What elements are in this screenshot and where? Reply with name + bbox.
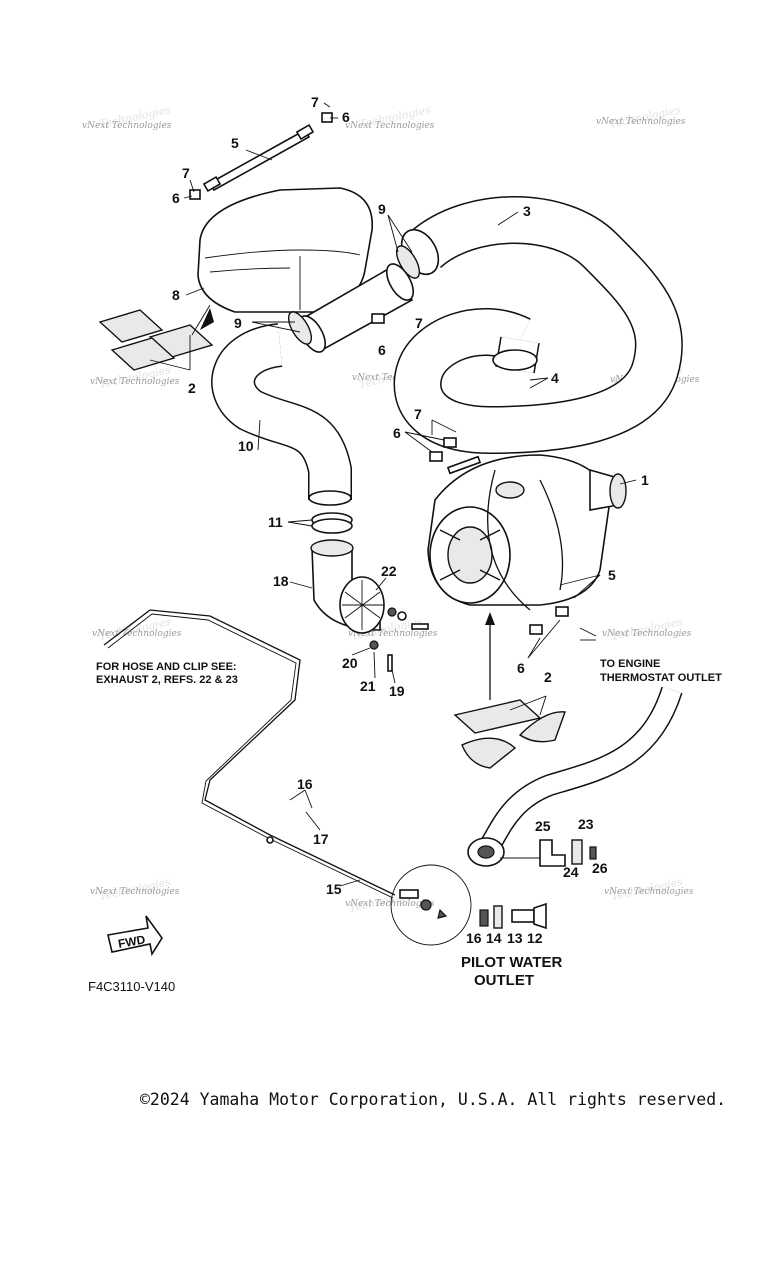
callout-11: 11 — [268, 514, 283, 530]
callout-3: 3 — [523, 203, 531, 219]
callout-7: 7 — [311, 94, 319, 110]
connecting-pipe — [287, 245, 421, 353]
thermostat-hose — [467, 686, 683, 867]
hose-clamp-11 — [311, 512, 353, 534]
hose-clip-note-line1: FOR HOSE AND CLIP SEE: — [96, 661, 237, 673]
watermark: vNext Technologies — [90, 887, 180, 897]
callout-24: 24 — [563, 864, 579, 880]
water-box — [427, 454, 627, 611]
hose-clip-note-line2: EXHAUST 2, REFS. 22 & 23 — [96, 674, 238, 686]
callout-14: 14 — [486, 930, 502, 946]
callout-7: 7 — [415, 315, 423, 331]
watermark: vNext Technologies — [82, 121, 172, 131]
callout-26: 26 — [592, 860, 608, 876]
callouts: 1 2 2 3 4 5 5 6 6 6 6 6 7 7 7 7 8 9 9 10… — [172, 94, 649, 946]
water-lock-elbow — [310, 539, 429, 672]
fittings-23-26 — [539, 839, 597, 867]
watermark: vNext Technologies — [90, 377, 180, 387]
copyright-notice: ©2024 Yamaha Motor Corporation, U.S.A. A… — [140, 1090, 727, 1109]
callout-8: 8 — [172, 287, 180, 303]
watermark: vNext Technologies — [604, 887, 694, 897]
callout-4: 4 — [551, 370, 559, 386]
callout-7: 7 — [182, 165, 190, 181]
callout-9: 9 — [378, 201, 386, 217]
callout-2: 2 — [544, 669, 552, 685]
callout-5: 5 — [231, 135, 239, 151]
fan-vanes — [342, 580, 384, 630]
callout-12: 12 — [527, 930, 543, 946]
callout-1: 1 — [641, 472, 649, 488]
pilot-water-label-line2: OUTLET — [474, 972, 534, 989]
exhaust-hose-loop — [393, 196, 683, 455]
silencer-cover — [197, 187, 373, 313]
brackets — [189, 112, 569, 635]
leader-lines — [149, 102, 637, 887]
watermark: vNext Technologies — [345, 899, 435, 909]
notes: FOR HOSE AND CLIP SEE: EXHAUST 2, REFS. … — [88, 658, 722, 994]
assembly-arrow — [200, 308, 495, 700]
elbow-hose — [211, 323, 352, 506]
fwd-label: FWD — [117, 932, 147, 951]
water-tube — [103, 609, 472, 946]
callout-25: 25 — [535, 818, 551, 834]
watermark: vNext Technologies — [348, 629, 438, 639]
callout-23: 23 — [578, 816, 594, 832]
to-engine-note-line2: THERMOSTAT OUTLET — [600, 672, 722, 684]
callout-7: 7 — [414, 406, 422, 422]
callout-6: 6 — [393, 425, 401, 441]
callout-10: 10 — [238, 438, 254, 454]
callout-20: 20 — [342, 655, 358, 671]
callout-6: 6 — [378, 342, 386, 358]
callout-13: 13 — [507, 930, 523, 946]
watermark: vNext Technologies — [602, 629, 692, 639]
callout-2: 2 — [188, 380, 196, 396]
callout-6: 6 — [172, 190, 180, 206]
to-engine-note-line1: TO ENGINE — [600, 658, 660, 670]
pilot-outlet-fittings — [479, 902, 547, 930]
pilot-water-label-line1: PILOT WATER — [461, 954, 563, 971]
callout-15: 15 — [326, 881, 342, 897]
drawing-code: F4C3110-V140 — [88, 979, 175, 994]
callout-22: 22 — [381, 563, 397, 579]
callout-9: 9 — [234, 315, 242, 331]
callout-16: 16 — [466, 930, 482, 946]
callout-5: 5 — [608, 567, 616, 583]
watermark: vNext Technologies — [596, 117, 686, 127]
callout-6: 6 — [517, 660, 525, 676]
watermark: vNext Technologies — [345, 121, 435, 131]
callout-17: 17 — [313, 831, 329, 847]
callout-6: 6 — [342, 109, 350, 125]
callout-16: 16 — [297, 776, 313, 792]
fwd-arrow-icon: FWD — [107, 915, 163, 957]
watermark: vNext Technologies — [92, 629, 182, 639]
callout-21: 21 — [360, 678, 376, 694]
callout-19: 19 — [389, 683, 405, 699]
callout-18: 18 — [273, 573, 289, 589]
strap-top — [202, 123, 315, 193]
